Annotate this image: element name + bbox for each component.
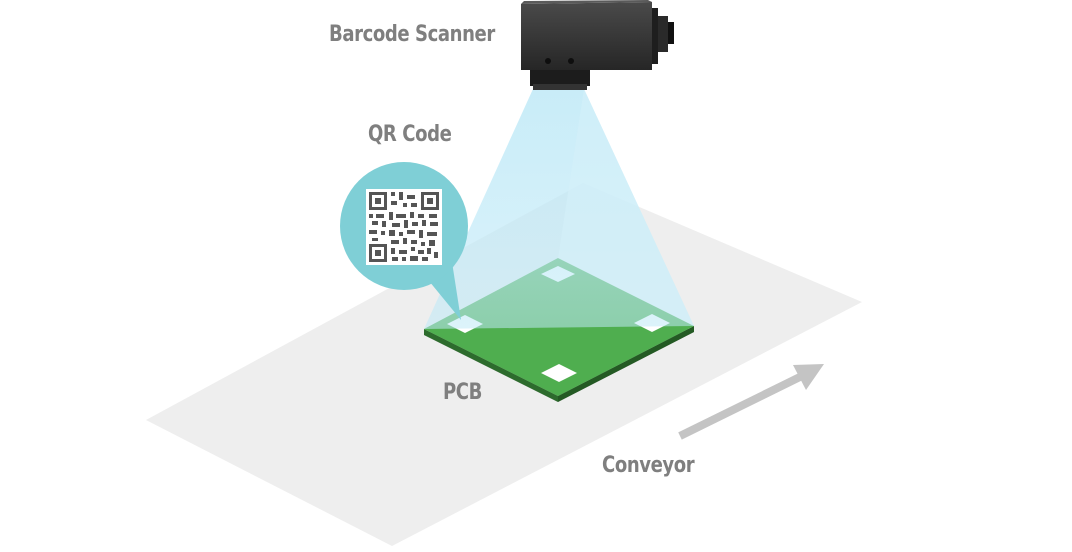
conveyor-label: Conveyor	[602, 453, 695, 478]
qr-code-bubble	[340, 162, 468, 320]
qr-code-label: QR Code	[368, 122, 452, 147]
pcb-pad-bottom	[541, 364, 577, 382]
conveyor-direction-arrow	[678, 364, 824, 440]
pcb-side-right	[558, 326, 694, 402]
pcb-label: PCB	[443, 380, 482, 405]
qr-code-icon	[369, 192, 439, 262]
barcode-scanner-device	[521, 0, 674, 90]
scanner-led-left	[545, 58, 551, 64]
barcode-scanner-label: Barcode Scanner	[329, 22, 495, 47]
pcb-side	[424, 329, 558, 402]
scan-beam-face	[558, 89, 694, 326]
scanner-led-right	[568, 58, 574, 64]
